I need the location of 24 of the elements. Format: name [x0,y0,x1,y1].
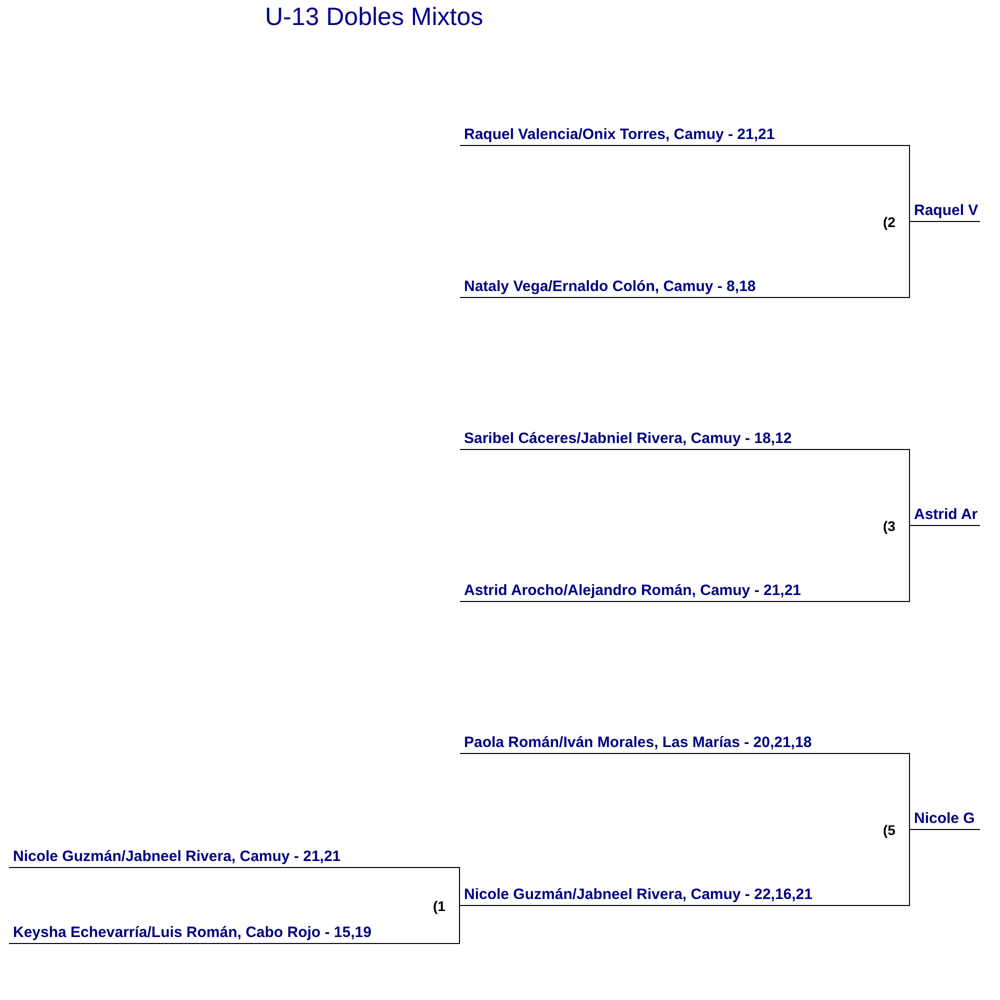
team-entry: Nicole G [914,810,975,828]
match-number: (3 [883,518,896,534]
team-entry: Astrid Arocho/Alejandro Román, Camuy - 21,21 [464,582,802,600]
bracket-connector [459,905,460,944]
match-number: (5 [883,822,896,838]
bracket-title: U-13 Dobles Mixtos [265,2,484,32]
team-entry: Nataly Vega/Ernaldo Colón, Camuy - 8,18 [464,278,756,296]
team-entry: Keysha Echevarría/Luis Román, Cabo Rojo - 15,19 [13,924,372,942]
bracket-connector [909,221,910,298]
bracket-connector [909,753,910,830]
bracket-connector [909,829,910,906]
team-entry: Raquel V [914,202,978,220]
team-entry: Nicole Guzmán/Jabneel Rivera, Camuy - 22,16,21 [464,886,812,904]
match-number: (2 [883,214,896,230]
bracket-connector [459,867,460,906]
bracket-connector [909,449,910,526]
team-entry: Paola Román/Iván Morales, Las Marías - 20,21,18 [464,734,812,752]
match-number: (1 [433,898,446,914]
team-entry: Raquel Valencia/Onix Torres, Camuy - 21,21 [464,126,775,144]
bracket-connector [909,525,910,602]
team-entry: Saribel Cáceres/Jabniel Rivera, Camuy - 18,12 [464,430,792,448]
team-entry: Astrid Ar [914,506,978,524]
team-entry: Nicole Guzmán/Jabneel Rivera, Camuy - 21,21 [13,848,341,866]
bracket-connector [909,145,910,222]
